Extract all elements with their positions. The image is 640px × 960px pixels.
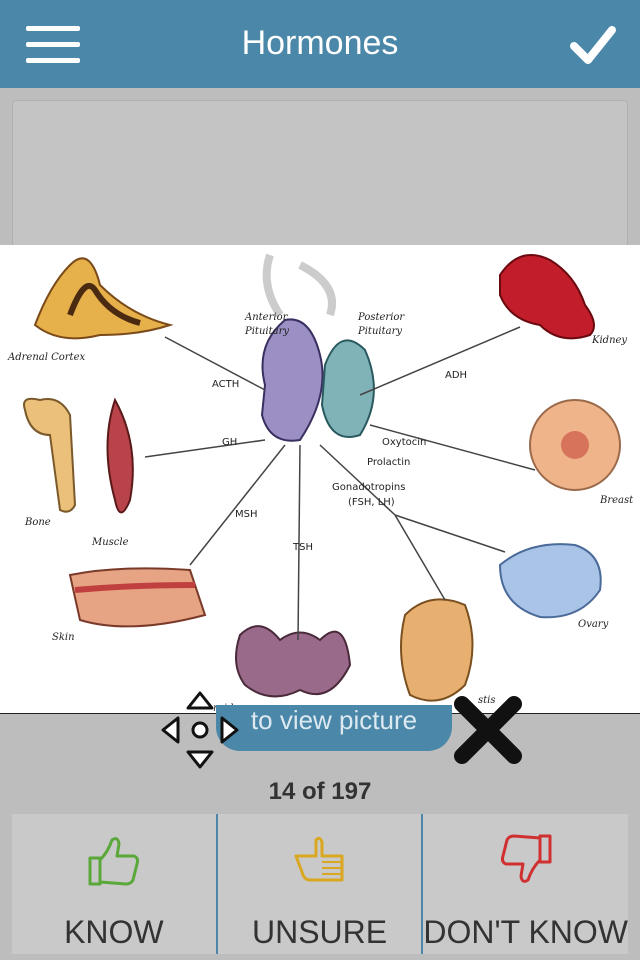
label-tsh: TSH — [292, 542, 313, 553]
label-bone: Bone — [24, 517, 51, 528]
rating-buttons: KNOW UNSURE DON'T KNOW — [12, 814, 628, 954]
breast-center — [561, 431, 589, 459]
hormone-diagram-image[interactable]: Anterior Pituitary Posterior Pituitary A… — [0, 245, 640, 714]
label-breast: Breast — [599, 495, 634, 506]
close-x-icon[interactable] — [452, 694, 524, 766]
label-adrenal: Adrenal Cortex — [7, 352, 85, 363]
thumbs-down-icon — [500, 834, 552, 883]
label-ovary: Ovary — [578, 619, 609, 630]
dont-know-label: DON'T KNOW — [423, 914, 628, 950]
anterior-pituitary-shape — [260, 318, 324, 442]
label-kidney: Kidney — [591, 335, 627, 346]
label-oxytocin: Oxytocin — [382, 437, 426, 448]
done-button[interactable] — [566, 18, 620, 72]
card-counter: 14 of 197 — [268, 778, 372, 805]
label-anterior-pituitary: Pituitary — [244, 326, 289, 337]
bone-shape — [23, 397, 77, 513]
know-button[interactable]: KNOW — [12, 814, 216, 954]
label-muscle: Muscle — [91, 537, 129, 548]
label-adh: ADH — [445, 370, 467, 381]
thumbs-up-icon — [88, 837, 139, 886]
label-gh: GH — [222, 437, 237, 448]
posterior-pituitary-shape — [320, 339, 375, 438]
unsure-label: UNSURE — [251, 914, 388, 950]
label-msh: MSH — [235, 509, 258, 520]
app-header: Hormones — [0, 0, 640, 88]
ovary-shape — [498, 543, 602, 619]
hand-sideways-icon — [294, 836, 344, 882]
thyroid-shape — [235, 625, 352, 698]
pituitary-stalk — [262, 253, 336, 318]
hormone-arrows — [144, 326, 536, 641]
label-gonadotropins: Gonadotropins — [332, 482, 405, 493]
view-picture-label: to view picture — [250, 705, 418, 735]
diagram-svg: Anterior Pituitary Posterior Pituitary A… — [7, 253, 634, 713]
kidney-shape — [499, 254, 595, 340]
view-picture-button[interactable]: to view picture — [216, 705, 452, 751]
move-arrows-icon[interactable] — [160, 690, 240, 770]
label-anterior: Anterior — [244, 312, 289, 323]
muscle-shape — [106, 397, 134, 514]
hamburger-menu-icon — [26, 26, 80, 31]
testis-shape — [400, 598, 474, 702]
flashcard-background — [12, 100, 628, 252]
label-posterior: Posterior — [357, 312, 405, 323]
hamburger-line — [26, 42, 80, 47]
adrenal-inner — [67, 282, 141, 326]
dont-know-button[interactable]: DON'T KNOW — [421, 814, 628, 954]
checkmark-icon — [570, 26, 616, 64]
hamburger-line — [26, 58, 80, 63]
close-x-svg — [454, 696, 522, 764]
unsure-button[interactable]: UNSURE — [215, 814, 422, 954]
know-label: KNOW — [64, 914, 164, 950]
label-testis: stis — [478, 695, 495, 706]
menu-button[interactable] — [26, 26, 80, 64]
label-posterior-pituitary: Pituitary — [357, 326, 402, 337]
skin-shape — [68, 567, 207, 628]
move-arrows-svg — [161, 691, 239, 769]
label-skin: Skin — [52, 632, 75, 643]
label-fsh-lh: (FSH, LH) — [348, 497, 395, 508]
page-title: Hormones — [241, 24, 399, 62]
label-prolactin: Prolactin — [367, 457, 410, 468]
skin-layer — [74, 582, 196, 593]
label-acth: ACTH — [212, 379, 239, 390]
